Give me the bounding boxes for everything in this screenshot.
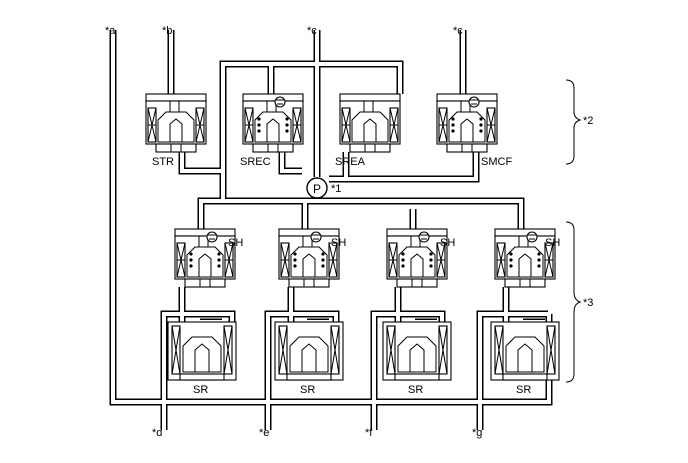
label-sr-4: SR <box>516 384 531 396</box>
ref-g: *g <box>472 427 482 439</box>
ref-a: *a <box>105 25 116 37</box>
label-smcf: SMCF <box>481 156 512 168</box>
pump-label: P <box>313 182 321 196</box>
ref-b: *b <box>162 25 172 37</box>
reference-labels: *a *b *c *c *d *e *f *g <box>105 25 482 439</box>
group-ref-lower: *3 <box>583 297 593 309</box>
pump-symbol: P <box>306 177 328 199</box>
valve-sh-1 <box>175 229 235 287</box>
valve-sr-4 <box>490 321 560 381</box>
valve-srec <box>243 94 303 152</box>
valve-sr-1 <box>167 321 237 381</box>
label-sr-1: SR <box>193 384 208 396</box>
valve-srea <box>339 93 401 153</box>
valve-sh-3 <box>387 229 447 287</box>
label-sr-3: SR <box>408 384 423 396</box>
label-srea: SREA <box>335 156 366 168</box>
group-ref-upper: *2 <box>583 115 593 127</box>
label-sh-3: SH <box>440 237 455 249</box>
valve-sh-2 <box>279 229 339 287</box>
ref-c-1: *c <box>307 25 317 37</box>
label-sh-4: SH <box>545 237 560 249</box>
ref-c-2: *c <box>453 25 463 37</box>
valve-str <box>145 93 207 153</box>
pump-ref: *1 <box>331 183 341 195</box>
label-sr-2: SR <box>300 384 315 396</box>
bracket-lower <box>565 221 582 383</box>
valve-sr-3 <box>382 321 452 381</box>
ref-d: *d <box>152 427 162 439</box>
label-str: STR <box>152 156 174 168</box>
valve-smcf <box>437 94 497 152</box>
label-srec: SREC <box>240 156 271 168</box>
label-sh-1: SH <box>228 237 243 249</box>
ref-f: *f <box>365 427 373 439</box>
bracket-upper <box>565 79 582 165</box>
label-sh-2: SH <box>331 237 346 249</box>
ref-e: *e <box>259 427 269 439</box>
valve-sr-2 <box>274 321 344 381</box>
valve-labels: STR SREC SREA SMCF SH SH SH SH SR SR SR … <box>152 156 560 396</box>
